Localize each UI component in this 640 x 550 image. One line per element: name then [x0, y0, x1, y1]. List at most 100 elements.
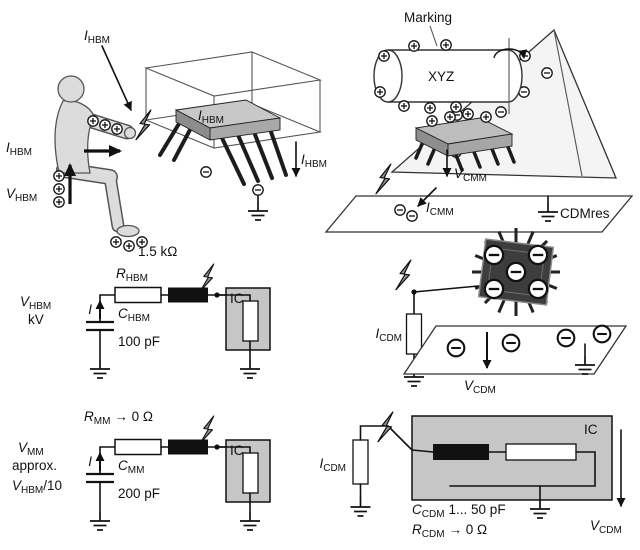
resistor-rmm: [114, 438, 162, 456]
charge-plus-icon: [53, 196, 65, 208]
label-cmm: CMM: [118, 458, 144, 476]
ic-inner-element: [242, 452, 259, 494]
charge-plus-icon: [123, 240, 135, 252]
label-approx: approx.: [12, 458, 57, 473]
charge-minus-icon: [252, 184, 264, 196]
ground-symbol: [349, 497, 372, 517]
charge-minus-icon: [556, 328, 576, 348]
label-icdm: ICDM: [375, 326, 402, 344]
head: [57, 75, 85, 103]
charge-minus-icon: [505, 261, 527, 283]
label-vcdm: VCDM: [464, 378, 496, 396]
label-chbm-value: 100 pF: [118, 334, 160, 349]
lightning-bolt-icon: [375, 163, 392, 195]
charge-plus-icon: [99, 119, 111, 131]
charge-plus-icon: [53, 183, 65, 195]
charge-plus-icon: [480, 111, 492, 123]
wire: [359, 425, 389, 441]
series-element: [168, 287, 208, 303]
charge-plus-icon: [424, 102, 436, 114]
mm-circuit: RMM→ 0 Ω VMM approx. VHBM/10 I CMM 200 p…: [12, 409, 271, 531]
charge-minus-icon: [501, 333, 521, 353]
cdm-tester-scene: XYZ Marking CDMres VCMM ICMM: [324, 10, 634, 233]
label-vcdm: VCDM: [590, 518, 622, 536]
label-ic: IC: [230, 291, 244, 306]
charge-plus-icon: [462, 108, 474, 120]
label-marking: Marking: [404, 10, 452, 25]
label-ic: IC: [584, 422, 598, 437]
label-vmm: VMM: [18, 440, 44, 458]
internal-capacitance: [505, 443, 577, 461]
foot: [116, 224, 140, 238]
cdm-setup: ICDM VCDM: [375, 228, 628, 396]
wire: [411, 449, 434, 453]
charge-plus-icon: [374, 86, 386, 98]
ground-symbol: [247, 201, 269, 221]
label-vhbm-over10: VHBM/10: [12, 478, 62, 496]
lightning-bolt-icon: [199, 263, 215, 293]
charge-plus-icon: [110, 236, 122, 248]
label-ic: IC: [230, 443, 244, 458]
label-rmm: RMM→ 0 Ω: [84, 409, 153, 427]
wire: [449, 451, 596, 487]
ground-symbol: [239, 511, 261, 531]
resistor-rhbm: [114, 286, 162, 304]
ground-symbol: [89, 511, 111, 531]
hand: [123, 126, 137, 140]
charge-plus-icon: [378, 50, 390, 62]
charge-minus-icon: [394, 204, 406, 216]
lightning-bolt-icon: [377, 411, 394, 443]
label-icdm: ICDM: [319, 456, 346, 474]
charge-minus-icon: [495, 106, 507, 118]
label-vcmm: VCMM: [454, 166, 487, 184]
charge-plus-icon: [408, 40, 420, 52]
charge-plus-icon: [426, 115, 438, 127]
charge-minus-icon: [527, 278, 549, 300]
icdm-probe-element: [352, 439, 369, 485]
label-ihbm-right: IHBM: [301, 152, 327, 170]
label-icmm: ICMM: [426, 200, 454, 218]
icmm-arrow: [417, 187, 437, 207]
lightning-bolt-icon: [135, 109, 152, 141]
label-rhbm: RHBM: [116, 266, 148, 284]
icdm-probe-element: [405, 313, 423, 355]
label-drum: XYZ: [428, 69, 454, 84]
label-kv: kV: [28, 312, 44, 327]
marking-drum: [373, 38, 528, 114]
lightning-bolt-icon: [199, 415, 215, 445]
charge-plus-icon: [444, 111, 456, 123]
label-current: I: [88, 302, 92, 317]
label-current: I: [88, 454, 92, 469]
charge-minus-icon: [527, 244, 549, 266]
label-ihbm-top: IHBM: [84, 28, 110, 46]
charge-minus-icon: [200, 166, 212, 178]
torso: [54, 99, 95, 174]
label-cmm-value: 200 pF: [118, 486, 160, 501]
ground-symbol: [239, 359, 261, 379]
wire: [216, 294, 251, 302]
charge-minus-icon: [446, 338, 466, 358]
ground-symbol: [529, 499, 551, 519]
hbm-scene: IHBM IHBM VHBM IHBM IHBM 1.5 kΩ: [6, 28, 327, 259]
series-element: [168, 439, 208, 455]
charge-minus-icon: [483, 244, 505, 266]
charge-plus-icon: [53, 170, 65, 182]
rotation-arrow: [493, 48, 528, 59]
label-rcdm: RCDM→ 0 Ω: [412, 522, 487, 540]
ihbm-pointer-arrow: [101, 45, 132, 111]
marking-leader: [429, 25, 438, 47]
wire: [413, 285, 479, 293]
label-ihbm-left: IHBM: [6, 140, 32, 158]
ground-symbol: [89, 359, 111, 379]
ic-inner-element: [242, 300, 259, 342]
wire: [216, 446, 251, 454]
label-ihbm-package: IHBM: [198, 108, 224, 126]
label-vhbm-left: VHBM: [6, 186, 37, 204]
ic-package: [158, 99, 288, 186]
label-cdmres: CDMres: [560, 206, 610, 221]
wire: [387, 425, 413, 451]
